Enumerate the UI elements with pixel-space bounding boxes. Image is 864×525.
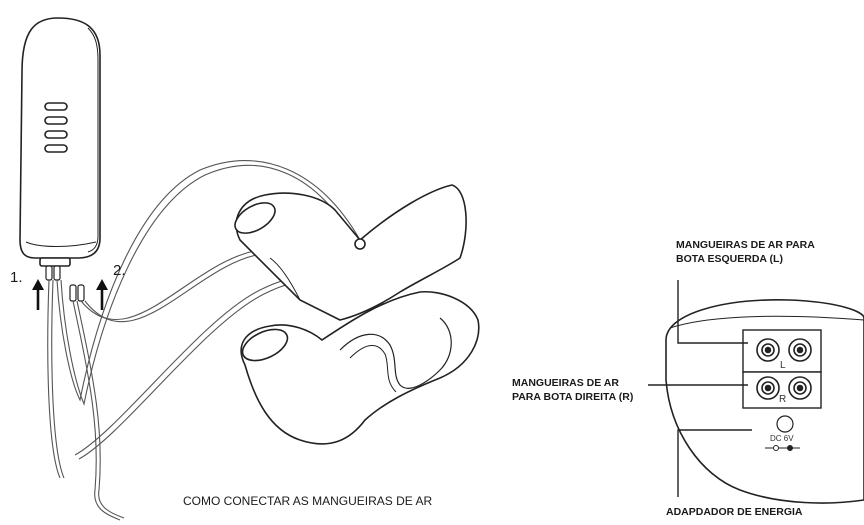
power-adapter-label: ADAPDADOR DE ENERGIA — [666, 506, 803, 518]
controller-unit — [19, 17, 101, 267]
left-hoses-label-line2: BOTA ESQUERDA (L) — [676, 253, 783, 265]
port-r1 — [756, 376, 780, 400]
indicator-light — [44, 130, 68, 139]
dc-jack — [776, 415, 794, 433]
port-l1 — [756, 338, 780, 362]
panel-left-mark: L — [780, 360, 786, 371]
indicator-light — [44, 144, 68, 153]
step-arrows — [32, 279, 108, 310]
indicator-light — [44, 116, 68, 125]
boot-right — [240, 290, 480, 445]
boot-left — [234, 184, 467, 321]
indicator-light — [44, 102, 68, 111]
port-l2 — [788, 338, 812, 362]
right-hoses-label: MANGUEIRAS DE AR PARA BOTA DIREITA (R) — [512, 376, 633, 404]
left-hoses-label-line1: MANGUEIRAS DE AR PARA — [676, 239, 815, 251]
right-hoses-label-line2: PARA BOTA DIREITA (R) — [512, 391, 634, 403]
diagram-caption: COMO CONECTAR AS MANGUEIRAS DE AR — [183, 494, 433, 508]
port-panel — [665, 299, 864, 504]
hose-port — [354, 238, 366, 250]
hose-connectors — [45, 265, 85, 302]
port-r2 — [788, 376, 812, 400]
panel-right-mark: R — [779, 394, 786, 405]
left-hoses-label: MANGUEIRAS DE AR PARA BOTA ESQUERDA (L) — [676, 238, 815, 266]
step-two-label: 2. — [113, 262, 126, 279]
dc-label: DC 6V — [770, 434, 794, 443]
step-one-label: 1. — [10, 269, 23, 286]
leader-lines — [648, 280, 752, 497]
right-hoses-label-line1: MANGUEIRAS DE AR — [512, 377, 619, 389]
